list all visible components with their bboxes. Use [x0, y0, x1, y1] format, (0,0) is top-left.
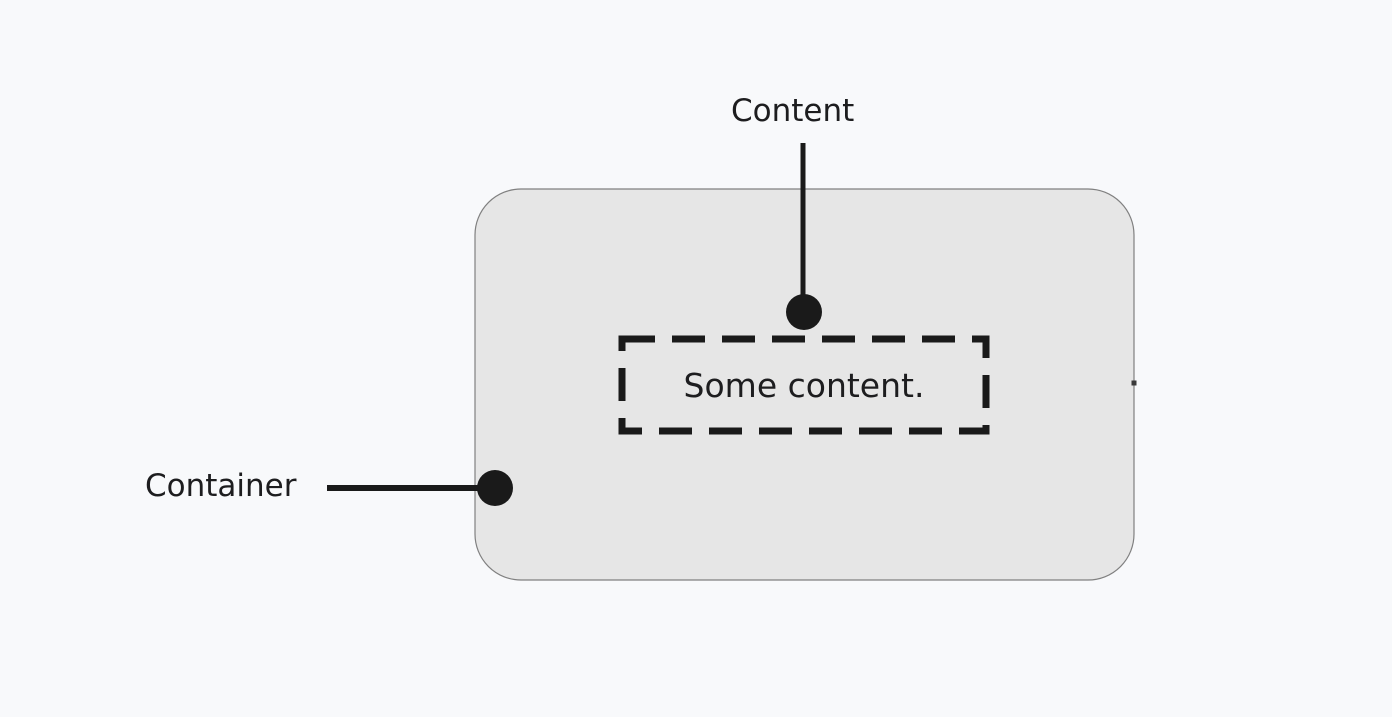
container-callout-dot[interactable] — [477, 470, 513, 506]
content-dashed-box[interactable] — [618, 335, 990, 435]
content-callout-dot[interactable] — [786, 294, 822, 330]
container-label: Container — [145, 468, 297, 504]
content-box-text: Some content. — [683, 366, 925, 405]
content-label: Content — [731, 93, 855, 129]
right-edge-handle-icon — [1131, 380, 1137, 386]
